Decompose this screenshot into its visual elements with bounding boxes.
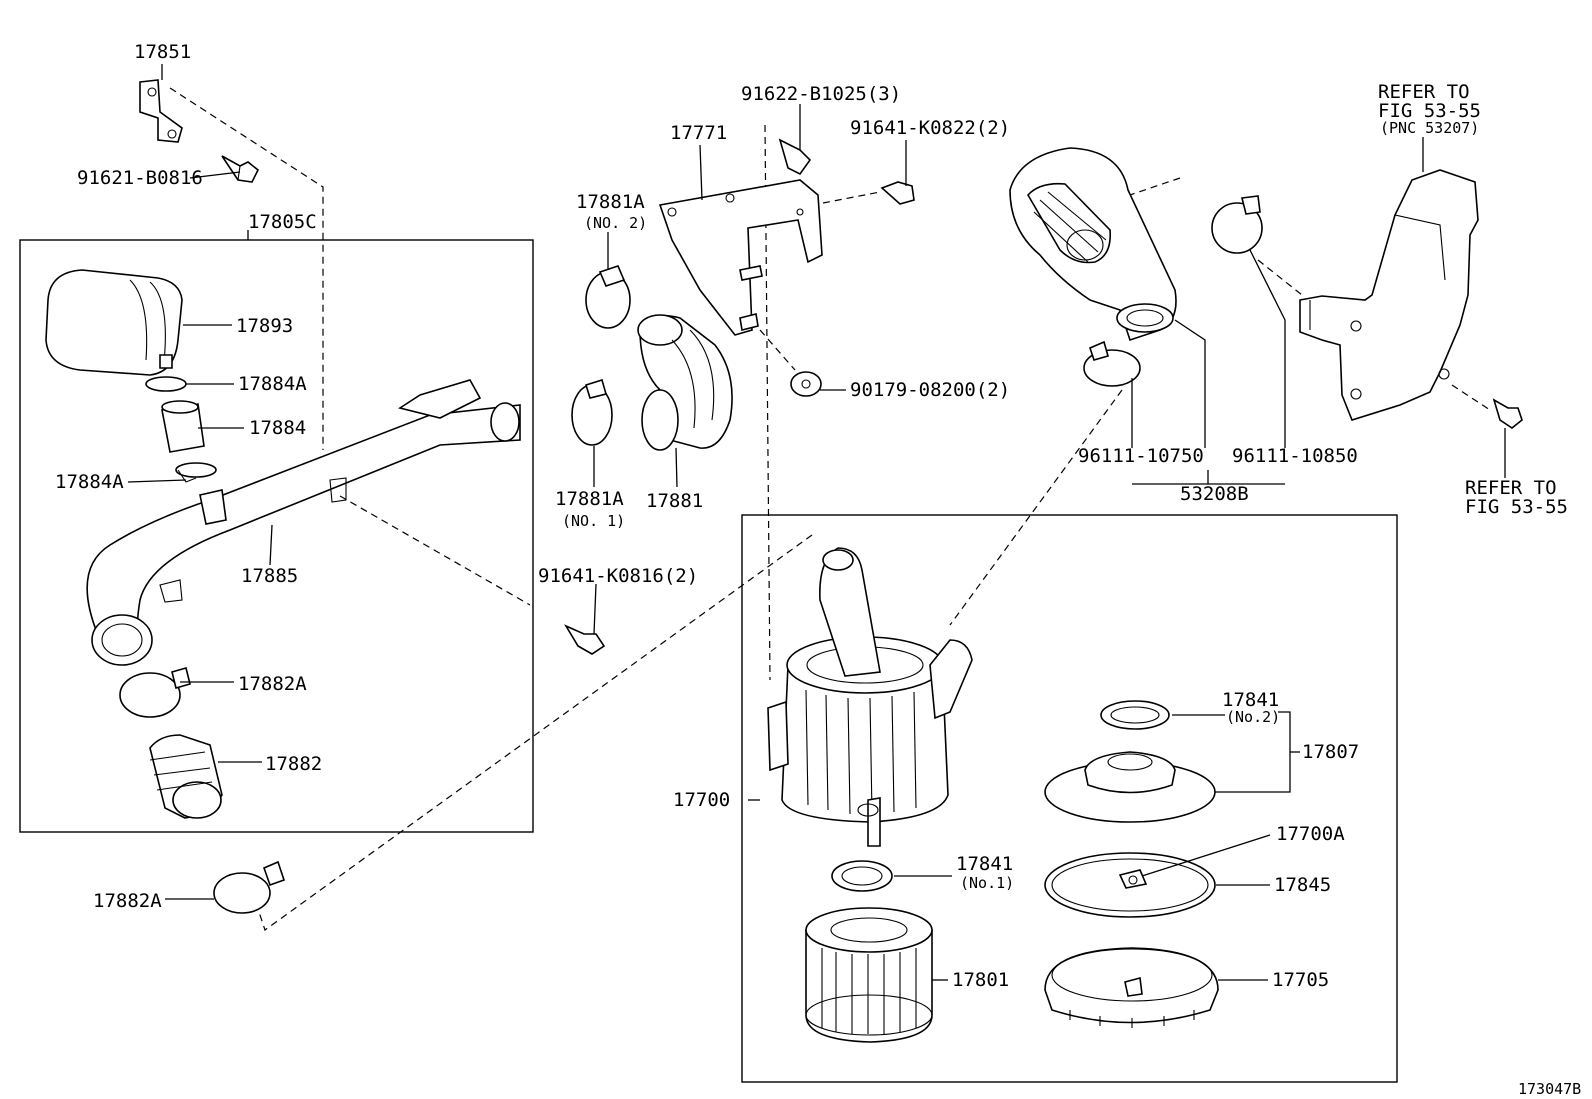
bolt-refer-icon xyxy=(1492,398,1523,429)
bolt-91621-icon xyxy=(221,155,260,183)
label-17882: 17882 xyxy=(265,753,322,775)
label-refer-bot-2: FIG 53-55 xyxy=(1465,496,1568,518)
hose-17882-icon xyxy=(149,734,223,819)
assembly-box-17805c xyxy=(19,239,534,833)
label-17882a-inner: 17882A xyxy=(238,673,307,695)
clamp-96111-10750-icon xyxy=(1083,340,1141,387)
hose-17884-icon xyxy=(161,400,205,453)
label-91641-k0822: 91641-K0822(2) xyxy=(850,117,1010,139)
dashed-guides xyxy=(169,87,1491,931)
hose-17881-icon xyxy=(637,314,733,451)
label-96111-10750: 96111-10750 xyxy=(1078,445,1204,467)
cap-17807-icon xyxy=(1044,751,1216,823)
label-17801: 17801 xyxy=(952,969,1009,991)
label-refer-top-3: (PNC 53207) xyxy=(1380,119,1479,137)
label-90179-08200: 90179-08200(2) xyxy=(850,379,1010,401)
label-91621-b0816: 91621-B0816 xyxy=(77,167,203,189)
clamp-96111-10850-icon xyxy=(1211,195,1263,254)
label-17882a-outer: 17882A xyxy=(93,890,162,912)
air-cleaner-body-17700-icon xyxy=(767,547,973,847)
label-refer-bot-1: REFER TO xyxy=(1465,477,1557,499)
bolt-91641-k0816-icon xyxy=(564,624,606,655)
label-17841-top: 17841 xyxy=(1222,689,1279,711)
label-17807: 17807 xyxy=(1302,741,1359,763)
label-17700: 17700 xyxy=(673,789,730,811)
figure-id: 173047B xyxy=(1518,1080,1581,1098)
label-17884: 17884 xyxy=(249,417,306,439)
label-no1-small: (No.1) xyxy=(960,874,1014,892)
label-53208b: 53208B xyxy=(1180,483,1249,505)
label-no2-small: (No.2) xyxy=(1226,708,1280,726)
label-no1-paren: (NO. 1) xyxy=(562,512,625,530)
label-refer-top-1: REFER TO xyxy=(1378,81,1470,103)
case-17705-icon xyxy=(1044,947,1219,1028)
bracket-17771-icon xyxy=(658,179,823,336)
clamp-17884a-top-icon xyxy=(145,376,187,392)
label-17881a-no1: 17881A xyxy=(555,488,624,510)
clamp-17884a-mid-icon xyxy=(175,462,217,483)
leader-lines xyxy=(127,64,1506,981)
label-17884a-top: 17884A xyxy=(238,373,307,395)
filter-element-17801-icon xyxy=(805,907,933,1043)
bolt-91622-icon xyxy=(778,138,812,176)
label-17700a: 17700A xyxy=(1276,823,1345,845)
clamp-17882a-inner-icon xyxy=(119,667,191,718)
label-17845: 17845 xyxy=(1274,874,1331,896)
seal-17841-no2-icon xyxy=(1100,700,1170,730)
label-17841-bot: 17841 xyxy=(956,853,1013,875)
label-17881a-no2: 17881A xyxy=(576,191,645,213)
nut-90179-icon xyxy=(790,371,822,397)
bolt-91641-k0822-icon xyxy=(880,181,915,205)
label-17805c: 17805C xyxy=(248,211,317,233)
label-17884a-mid: 17884A xyxy=(55,471,124,493)
label-17705: 17705 xyxy=(1272,969,1329,991)
label-17771: 17771 xyxy=(670,122,727,144)
clamp-17881a-no1-icon xyxy=(571,378,613,446)
tube-17885-icon xyxy=(86,379,521,666)
snorkel-bracket-icon xyxy=(1299,169,1479,421)
assembly-box-17700 xyxy=(741,514,1398,1083)
label-17881: 17881 xyxy=(646,490,703,512)
label-96111-10850: 96111-10850 xyxy=(1232,445,1358,467)
label-17893: 17893 xyxy=(236,315,293,337)
clamp-17882a-outer-icon xyxy=(213,860,286,914)
bracket-17851-icon xyxy=(139,79,183,143)
label-17885: 17885 xyxy=(241,565,298,587)
seal-17841-no1-icon xyxy=(831,860,893,892)
label-refer-top-2: FIG 53-55 xyxy=(1378,100,1481,122)
label-91622-b1025: 91622-B1025(3) xyxy=(741,83,901,105)
cover-17893-icon xyxy=(45,269,183,376)
duct-53208b-icon xyxy=(1009,147,1177,342)
label-17851: 17851 xyxy=(134,41,191,63)
label-91641-k0816: 91641-K0816(2) xyxy=(538,565,698,587)
wing-nut-17700a-icon xyxy=(1118,869,1148,889)
label-no2-paren: (NO. 2) xyxy=(584,214,647,232)
clamp-17881a-no2-icon xyxy=(585,265,631,329)
